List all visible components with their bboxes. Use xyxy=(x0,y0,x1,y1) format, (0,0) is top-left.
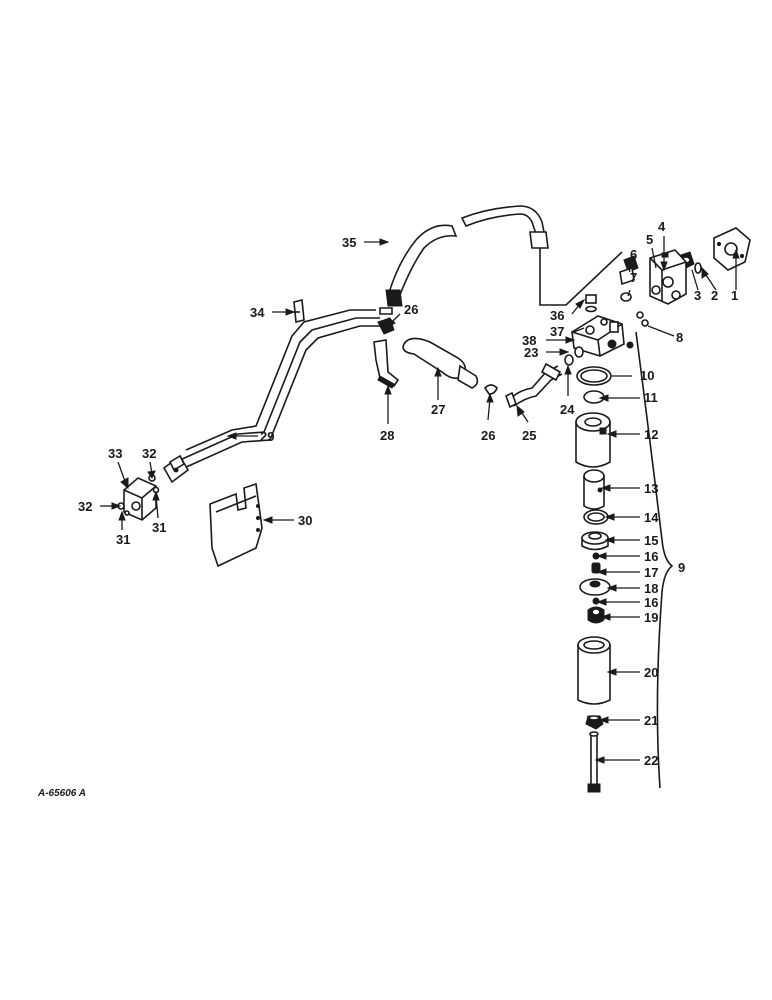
callout-34: 34 xyxy=(250,305,265,320)
callout-12: 12 xyxy=(644,427,658,442)
part-seal-rings xyxy=(564,346,584,366)
callout-25: 25 xyxy=(522,428,536,443)
callout-16b: 16 xyxy=(644,595,658,610)
parts-drawing xyxy=(117,205,751,793)
part-upper-hose xyxy=(379,205,549,315)
callout-labels: 1 2 3 4 5 6 7 8 9 10 11 12 13 14 15 16 1… xyxy=(78,219,738,768)
part-shield-plate xyxy=(209,482,263,568)
hose-connection-line xyxy=(539,244,623,306)
callout-32b: 32 xyxy=(142,446,156,461)
callout-36: 36 xyxy=(550,308,564,323)
callout-21: 21 xyxy=(644,713,658,728)
leader-lines xyxy=(100,236,740,764)
callout-19: 19 xyxy=(644,610,658,625)
callout-2: 2 xyxy=(711,288,718,303)
part-pump-body xyxy=(649,249,687,305)
callout-11: 11 xyxy=(644,390,658,405)
part-gasket xyxy=(713,227,751,271)
callout-10: 10 xyxy=(640,368,654,383)
part-union-fitting xyxy=(619,255,639,286)
part-filter-head xyxy=(571,315,625,357)
part-nut xyxy=(585,715,604,730)
part-o-ring-11 xyxy=(583,390,605,404)
callout-37: 37 xyxy=(550,324,564,339)
callout-30: 30 xyxy=(298,513,312,528)
callout-26b: 26 xyxy=(481,428,495,443)
part-spacer-tube xyxy=(583,469,605,510)
callout-17: 17 xyxy=(644,565,658,580)
callout-16a: 16 xyxy=(644,549,658,564)
part-filter-element xyxy=(577,636,611,705)
callout-15: 15 xyxy=(644,533,658,548)
callout-4: 4 xyxy=(658,219,666,234)
callout-35: 35 xyxy=(342,235,356,250)
callout-38: 38 xyxy=(522,333,536,348)
part-bracket xyxy=(373,339,400,389)
callout-20: 20 xyxy=(644,665,658,680)
callout-1: 1 xyxy=(731,288,738,303)
callout-22: 22 xyxy=(644,753,658,768)
part-spring xyxy=(591,552,601,574)
part-bolt xyxy=(587,731,601,793)
callout-5: 5 xyxy=(646,232,653,247)
part-valve-seat xyxy=(581,531,609,551)
callout-3: 3 xyxy=(694,288,701,303)
part-large-o-ring xyxy=(576,366,612,386)
part-tube-assembly xyxy=(179,309,380,469)
callout-14: 14 xyxy=(644,510,659,525)
part-o-ring-8 xyxy=(636,311,649,327)
callout-33: 33 xyxy=(108,446,122,461)
callout-13: 13 xyxy=(644,481,658,496)
assembly-brace xyxy=(635,331,674,789)
part-plug xyxy=(585,294,634,349)
part-rubber-hose xyxy=(402,337,479,389)
callout-6: 6 xyxy=(630,247,637,262)
callout-23: 23 xyxy=(524,345,538,360)
part-o-ring-7 xyxy=(620,292,632,302)
part-block xyxy=(123,477,157,521)
callout-24: 24 xyxy=(560,402,575,417)
callout-27: 27 xyxy=(431,402,445,417)
callout-31a: 31 xyxy=(116,532,130,547)
part-curved-tube xyxy=(505,362,563,409)
callout-32a: 32 xyxy=(78,499,92,514)
part-valve-plate xyxy=(579,578,611,596)
callout-28: 28 xyxy=(380,428,394,443)
callout-31b: 31 xyxy=(152,520,166,535)
callout-8: 8 xyxy=(676,330,683,345)
part-o-ring xyxy=(694,262,702,274)
callout-18: 18 xyxy=(644,581,658,596)
callout-29: 29 xyxy=(260,429,274,444)
part-o-ring-14 xyxy=(583,509,609,525)
part-tube-flange xyxy=(162,454,190,484)
drawing-number: A-65606 A xyxy=(37,788,86,799)
callout-9: 9 xyxy=(678,560,685,575)
part-filter-housing xyxy=(575,412,611,468)
callout-26a: 26 xyxy=(404,302,418,317)
part-retainer xyxy=(587,597,605,624)
callout-7: 7 xyxy=(630,270,637,285)
